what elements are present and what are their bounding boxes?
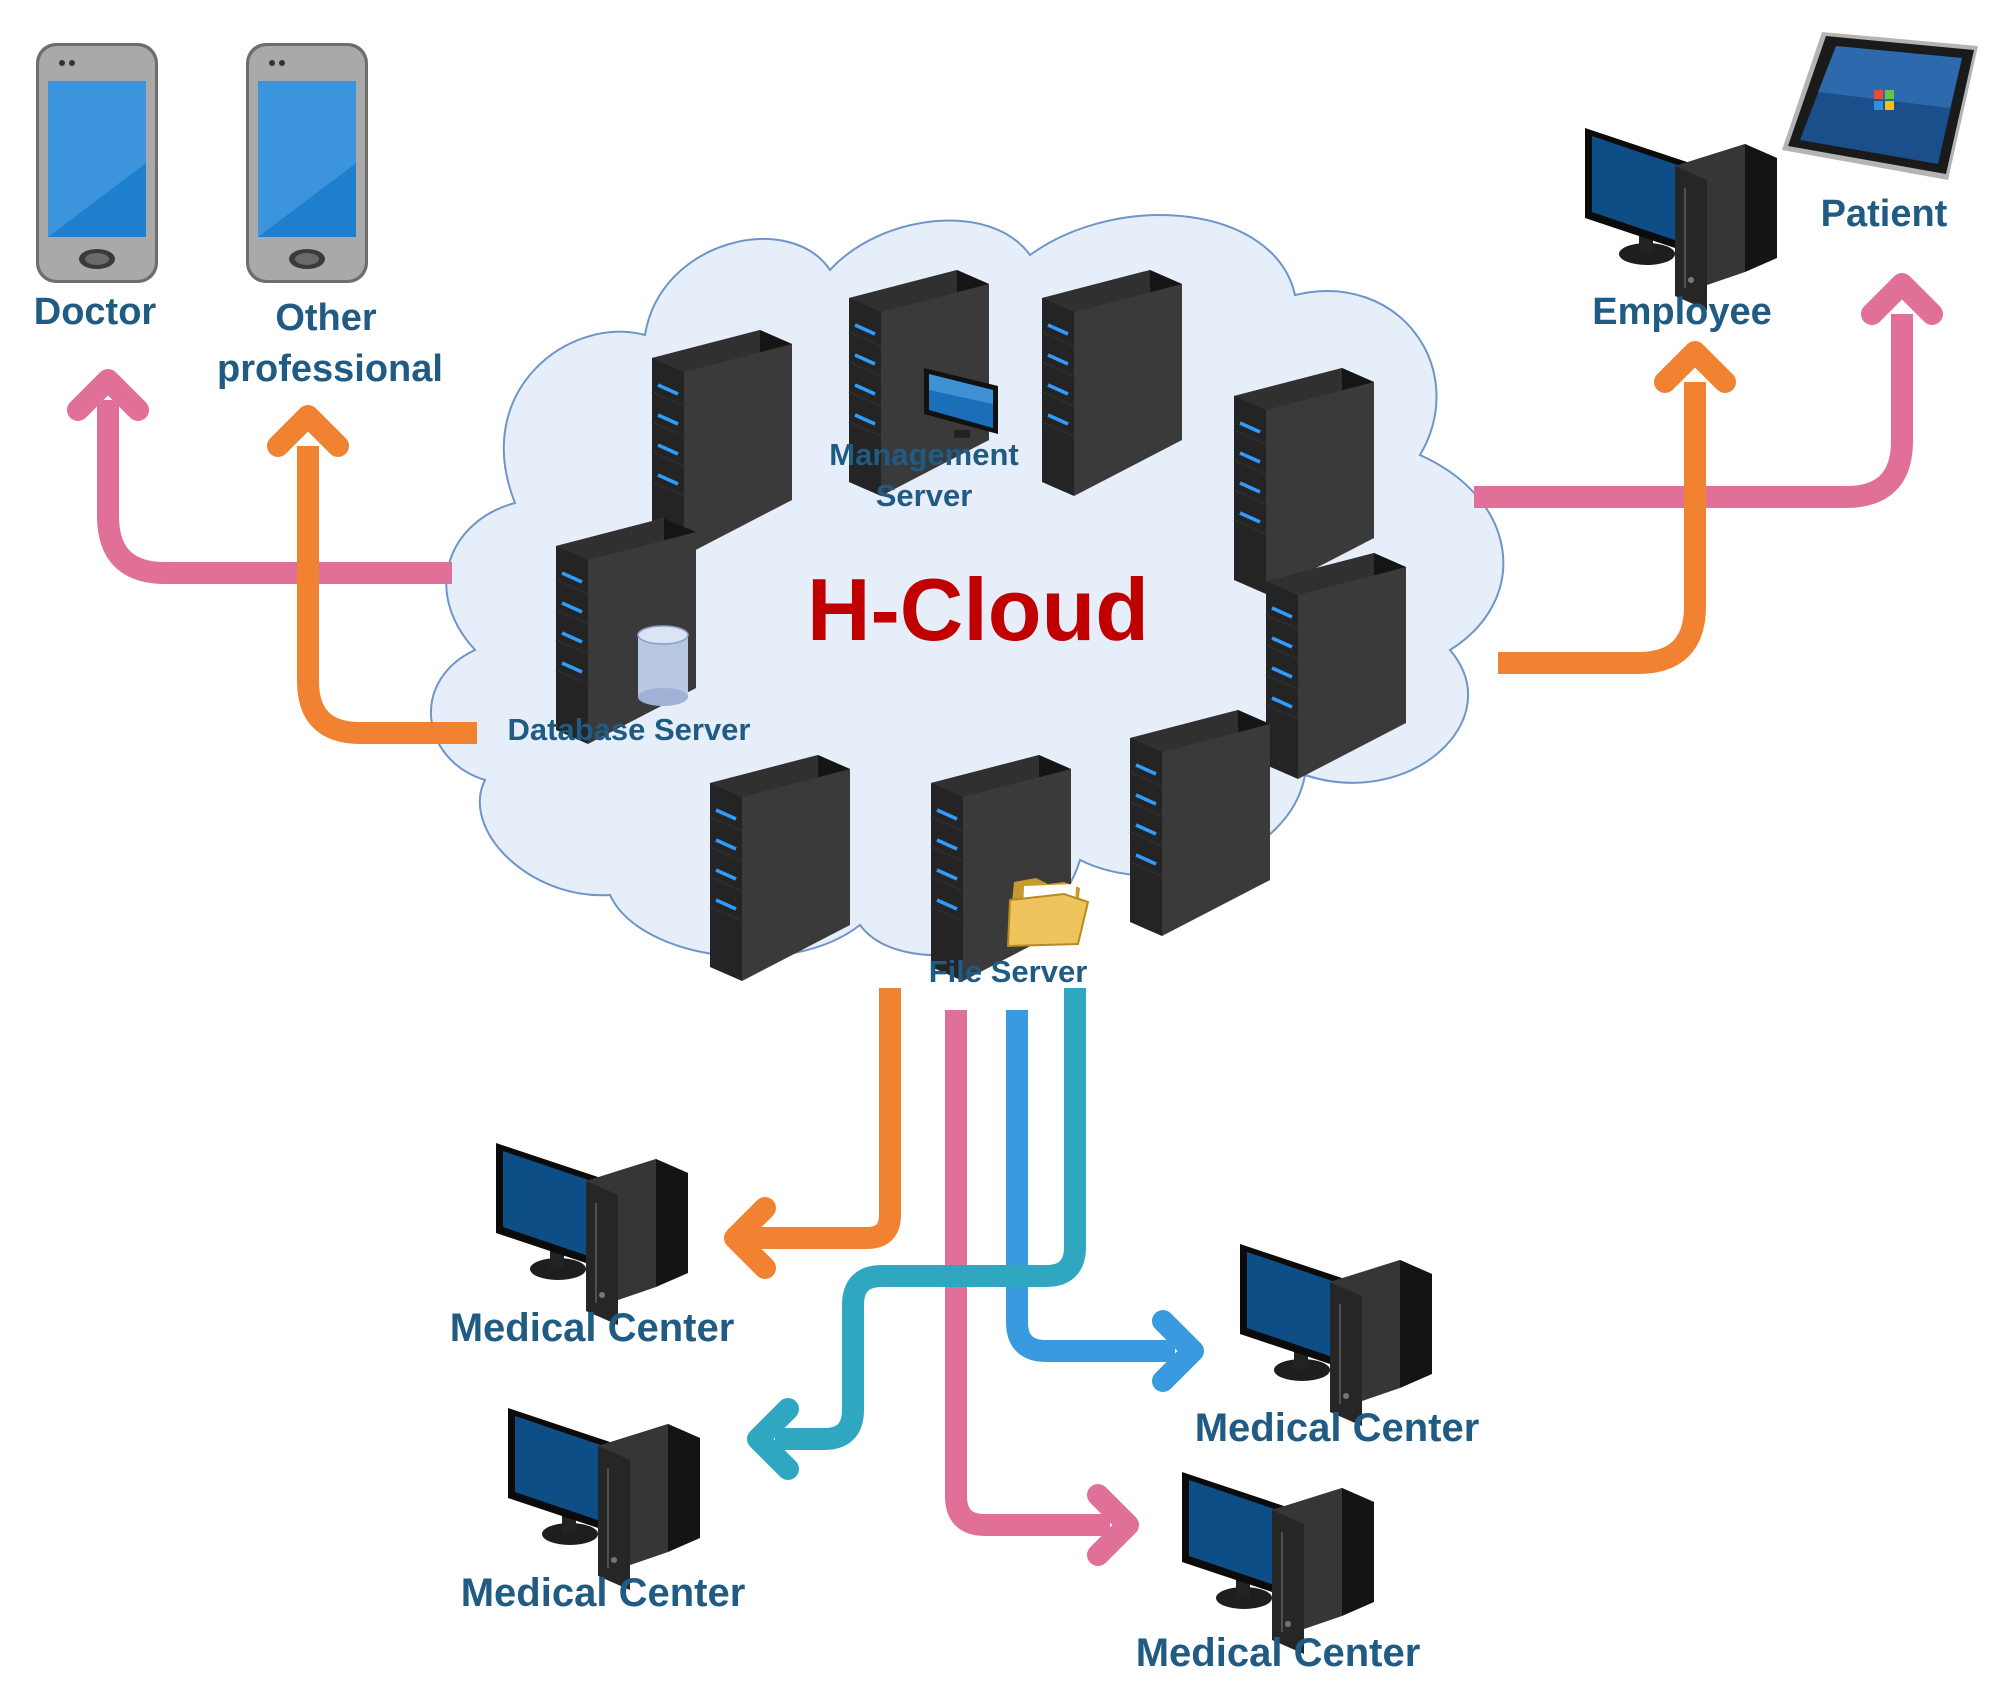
arrowhead-medical-center-2: [1152, 1310, 1204, 1392]
server-tower-icon: [1128, 708, 1272, 938]
employee-label: Employee: [1592, 291, 1772, 333]
arrowhead-medical-center-4: [1087, 1484, 1139, 1566]
arrow-medical-center-4: [945, 1010, 1110, 1536]
connector-arrows: [97, 314, 1913, 1536]
patient-label: Patient: [1821, 193, 1948, 235]
database-server-label: Database Server: [508, 712, 751, 747]
smartphone-icon: [36, 43, 158, 283]
arrowhead-doctor: [67, 369, 149, 421]
arrowhead-patient: [1861, 273, 1943, 325]
desktop-computer-icon: [1584, 127, 1778, 311]
management-server-label-line1: Management: [829, 437, 1018, 472]
desktop-computer-icon: [507, 1407, 701, 1591]
file-server-label: File Server: [929, 954, 1088, 989]
smartphone-icon: [246, 43, 368, 283]
arrow-medical-center-3: [775, 988, 1086, 1450]
medical-center-label-4: Medical Center: [1136, 1631, 1421, 1675]
arrowhead-employee: [1654, 341, 1736, 393]
arrowheads: [67, 273, 1943, 1566]
arrowhead-medical-center-3: [747, 1398, 799, 1480]
arrowhead-other-professional: [267, 405, 349, 457]
other-professional-label-line2: professional: [217, 348, 443, 390]
arrow-other-professional: [297, 446, 477, 744]
folder-icon: [1007, 877, 1089, 947]
other-professional-label-line1: Other: [275, 297, 377, 339]
tablet-icon: [1782, 32, 1978, 180]
medical-center-label-1: Medical Center: [450, 1306, 735, 1350]
database-cylinder-icon: [637, 625, 689, 707]
management-server-label-line2: Server: [876, 478, 973, 513]
arrow-medical-center-1: [745, 988, 901, 1249]
medical-center-label-2: Medical Center: [1195, 1406, 1480, 1450]
server-tower-icon: [708, 753, 852, 983]
arrowhead-medical-center-1: [724, 1197, 776, 1279]
arrow-medical-center-2: [1006, 1010, 1175, 1362]
medical-center-label-3: Medical Center: [461, 1571, 746, 1615]
desktop-computer-icon: [495, 1142, 689, 1326]
server-tower-icon: [929, 753, 1073, 983]
doctor-label: Doctor: [34, 291, 157, 333]
arrow-doctor: [97, 400, 452, 584]
desktop-computer-icon: [1239, 1243, 1433, 1427]
arrow-employee: [1498, 382, 1706, 674]
cloud-title: H-Cloud: [807, 560, 1149, 659]
arrow-patient: [1474, 314, 1913, 508]
desktop-computer-icon: [1181, 1471, 1375, 1655]
